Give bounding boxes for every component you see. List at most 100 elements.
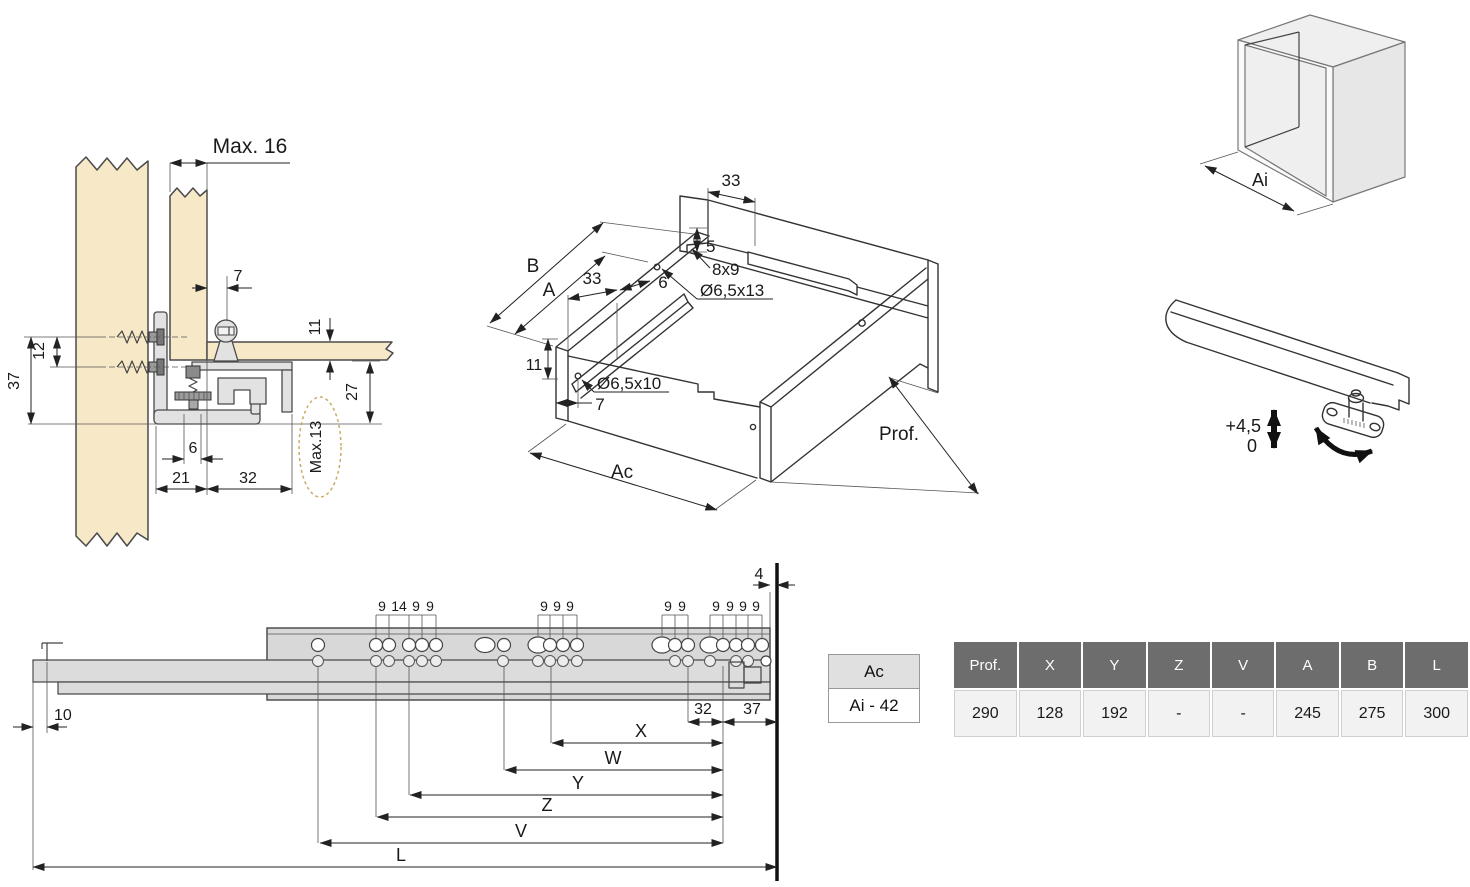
- spec-val-x: 128: [1018, 690, 1082, 737]
- dim-27: 27: [344, 361, 374, 424]
- dim-7-iso-label: 7: [595, 395, 604, 414]
- spec-val-y: 192: [1083, 690, 1146, 737]
- hole-65x13-label: Ø6,5x13: [700, 281, 764, 300]
- front-hook: [41, 642, 63, 661]
- dim-6-iso-label: 6: [658, 273, 667, 292]
- chain2-d3: 9: [566, 598, 574, 614]
- dim-11: 11: [307, 318, 334, 380]
- dim-L: L: [32, 845, 778, 871]
- spec-col-x: X: [1018, 642, 1082, 688]
- dim-V-label: V: [515, 821, 527, 841]
- dim-11-iso-label: 11: [526, 357, 543, 374]
- hole-chain-dims-3: 9 9: [661, 598, 689, 638]
- dim-Ai-label: Ai: [1252, 170, 1268, 190]
- ac-formula-table: Ac Ai - 42: [828, 654, 920, 723]
- dim-Y-label: Y: [572, 773, 584, 793]
- dim-leader-lines: [317, 666, 724, 843]
- dim-37b-label: 37: [743, 701, 761, 718]
- spec-table-value-row: 290 128 192 - - 245 275 300: [954, 690, 1468, 737]
- max13-label: Max.13: [308, 421, 325, 474]
- chain4-d3: 9: [739, 598, 747, 614]
- chain4-d2: 9: [726, 598, 734, 614]
- drawer-side-panel: [169, 187, 208, 361]
- dim-7-iso: 7: [555, 380, 605, 414]
- dim-Z: Z: [376, 795, 724, 821]
- chain4-d4: 9: [752, 598, 760, 614]
- dim-max16: Max. 16: [169, 135, 290, 495]
- reference-lines: [24, 336, 382, 425]
- dim-Prof: Prof.: [770, 376, 980, 495]
- dim-11-iso: 11: [526, 338, 558, 380]
- inner-rail: [32, 659, 771, 683]
- spec-col-y: Y: [1083, 642, 1146, 688]
- dim-X-label: X: [635, 721, 647, 741]
- dim-6: 6: [162, 414, 223, 464]
- dim-6-label: 6: [189, 440, 198, 457]
- cabinet-side-panel: [75, 156, 149, 547]
- spec-col-prof: Prof.: [954, 642, 1017, 688]
- hole-65x10-callout: Ø6,5x10: [574, 372, 669, 393]
- chain1-d4: 9: [426, 598, 434, 614]
- chain2-d1: 9: [540, 598, 548, 614]
- adjust-zero-label: 0: [1247, 436, 1257, 456]
- dim-W: W: [504, 748, 724, 774]
- dim-10: 10: [13, 662, 72, 870]
- disconnect-latch: [728, 661, 762, 689]
- dim-7-label: 7: [234, 268, 243, 285]
- hole-chain-dims-1: 9 14 9 9: [375, 598, 437, 638]
- dim-6-iso: 6: [619, 273, 668, 292]
- dim-12: 12: [31, 336, 61, 368]
- inner-rail-flange: [57, 681, 771, 695]
- dim-B-label: B: [527, 256, 540, 277]
- chain4-d1: 9: [712, 598, 720, 614]
- rail-adjuster-view: +4,5 0: [1165, 299, 1410, 464]
- spec-val-a: 245: [1276, 690, 1339, 737]
- spec-val-prof: 290: [954, 690, 1017, 737]
- dim-V: V: [319, 821, 724, 847]
- cabinet-box-view: Ai: [1199, 14, 1406, 216]
- isometric-drawer-view: B A 33 6 33 5: [486, 171, 980, 511]
- dim-Ac: Ac: [527, 423, 757, 511]
- hole-chain-dims-4: 9 9 9 9: [709, 598, 763, 638]
- spec-val-z: -: [1147, 690, 1210, 737]
- adjuster-bolt: [174, 365, 212, 410]
- dim-4: 4: [753, 566, 795, 628]
- chain1-d3: 9: [412, 598, 420, 614]
- hole-65x13-callout: Ø6,5x13: [661, 268, 773, 300]
- rail-holes-lower-row: [312, 655, 772, 667]
- hole-65x10-label: Ø6,5x10: [597, 374, 661, 393]
- spec-val-l: 300: [1405, 690, 1468, 737]
- dim-33-top: 33: [707, 171, 756, 246]
- chain3-d1: 9: [664, 598, 672, 614]
- chain2-d2: 9: [553, 598, 561, 614]
- dim-33-top-label: 33: [722, 171, 741, 190]
- dim-7: 7: [192, 268, 252, 321]
- chain1-d1: 9: [378, 598, 386, 614]
- dim-32b-label: 32: [694, 701, 712, 718]
- hole-chain-dims-2: 9 9 9: [537, 598, 578, 638]
- dim-33-left: 33: [567, 269, 618, 358]
- chain1-d2: 14: [391, 598, 407, 614]
- dim-32-37: 32 37: [687, 701, 778, 726]
- dim-12-label: 12: [31, 342, 48, 360]
- dim-37-label: 37: [6, 372, 23, 390]
- adjust-plus-label: +4,5: [1225, 416, 1261, 436]
- spec-col-l: L: [1405, 642, 1468, 688]
- spec-col-v: V: [1211, 642, 1275, 688]
- rail-profile: [1165, 299, 1410, 411]
- dim-4-label: 4: [755, 566, 764, 583]
- front-locating-pin: [213, 319, 239, 362]
- dim-A-label: A: [543, 280, 556, 301]
- dim-32-label: 32: [239, 470, 257, 487]
- dim-Ac-label: Ac: [611, 462, 633, 483]
- max13-callout: Max.13: [298, 396, 342, 498]
- dim-33-left-label: 33: [583, 269, 602, 288]
- spec-col-b: B: [1340, 642, 1404, 688]
- dim-Y: Y: [409, 773, 724, 799]
- cross-section-view: Max. 16 7 11 12 37 27: [6, 135, 394, 547]
- dim-Ai: Ai: [1199, 151, 1334, 216]
- rotation-adjust-arrow: [1313, 426, 1373, 464]
- dim-max16-label: Max. 16: [213, 135, 288, 158]
- dim-W-label: W: [605, 748, 622, 768]
